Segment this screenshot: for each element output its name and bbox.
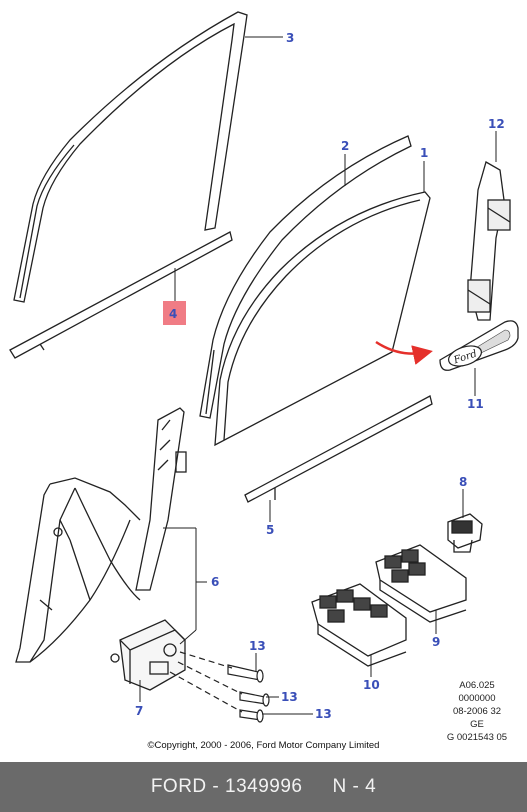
callout-2[interactable]: 2	[341, 139, 349, 153]
footer-reference: N - 4	[332, 776, 377, 797]
glass-run-channel	[199, 135, 412, 419]
belt-moulding	[9, 231, 233, 359]
callout-13-middle[interactable]: 13	[281, 690, 298, 704]
callout-labels: 3 4 2 1 12 11 5 6 7 8 9 10 13 13 13	[135, 31, 505, 721]
dual-switch-pack	[375, 544, 467, 623]
callout-7[interactable]: 7	[135, 704, 143, 718]
parts-diagram: Ford	[9, 11, 519, 723]
red-arrow	[375, 340, 433, 365]
callout-9[interactable]: 9	[432, 635, 440, 649]
drawing-code-block: A06.025 0000000 08-2006 32 GE G 0021543 …	[437, 679, 517, 744]
door-glass	[214, 191, 431, 447]
leader-lines	[139, 36, 497, 715]
callout-13-top[interactable]: 13	[249, 639, 266, 653]
callout-3[interactable]: 3	[286, 31, 294, 45]
code-line: 0000000	[458, 693, 496, 704]
callout-1[interactable]: 1	[420, 146, 428, 160]
window-frame-seal	[13, 11, 248, 303]
code-line: GE	[470, 719, 484, 730]
callout-8[interactable]: 8	[459, 475, 467, 489]
callout-6[interactable]: 6	[211, 575, 219, 589]
footer-bar: FORD - 1349996 N - 4	[0, 762, 527, 812]
callout-13-bottom[interactable]: 13	[315, 707, 332, 721]
ford-badge: Ford	[439, 320, 519, 371]
window-regulator	[15, 407, 187, 663]
code-line: 08-2006 32	[452, 706, 502, 717]
quad-switch-pack	[311, 583, 407, 667]
screws	[169, 651, 270, 723]
code-line: G 0021543 05	[446, 732, 508, 743]
callout-4[interactable]: 4	[169, 307, 177, 321]
copyright-text: ©Copyright, 2000 - 2006, Ford Motor Comp…	[147, 740, 380, 751]
mounting-bracket	[467, 161, 511, 321]
code-line: A06.025	[459, 680, 495, 691]
footer-part-number: FORD - 1349996	[150, 776, 303, 797]
window-motor	[110, 619, 186, 691]
highlight-box-4	[163, 301, 186, 325]
single-switch	[447, 513, 483, 553]
callout-5[interactable]: 5	[266, 523, 274, 537]
callout-12[interactable]: 12	[488, 117, 505, 131]
callout-10[interactable]: 10	[363, 678, 380, 692]
lower-seal-strip	[244, 395, 433, 503]
callout-11[interactable]: 11	[467, 397, 484, 411]
